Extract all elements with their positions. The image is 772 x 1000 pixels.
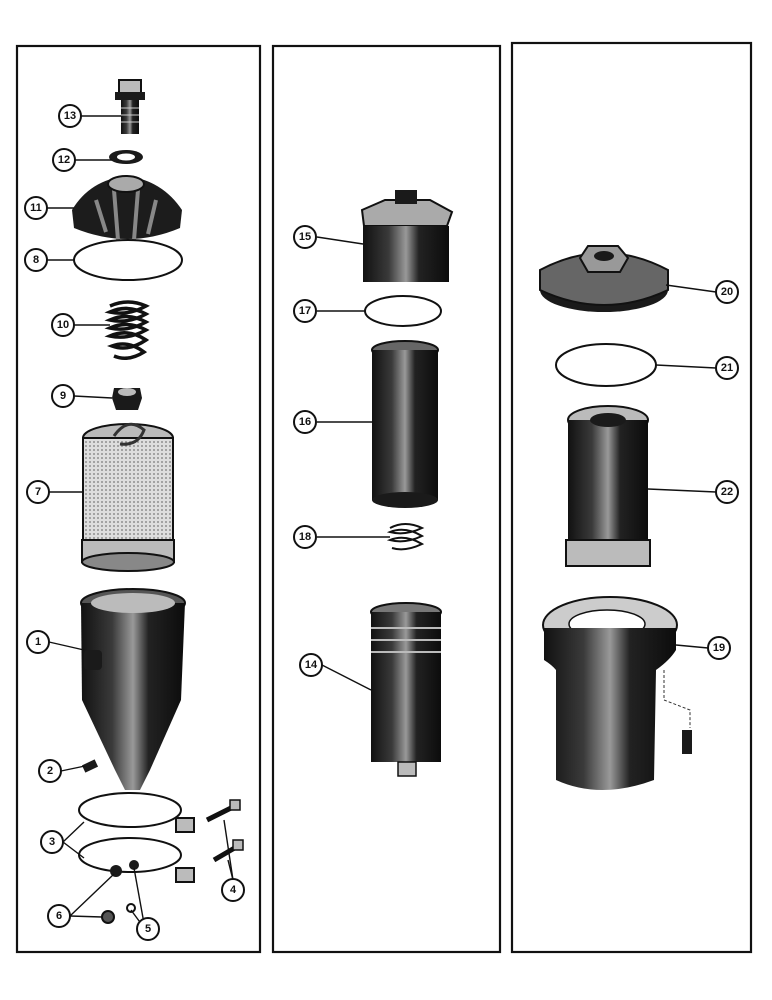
callout-1-label: 1 xyxy=(35,636,41,648)
callout-4-label: 4 xyxy=(230,884,237,896)
callout-21: 21 xyxy=(715,356,739,380)
part-10-spring xyxy=(104,300,150,360)
callout-13-label: 13 xyxy=(64,110,76,122)
callout-18-label: 18 xyxy=(299,531,311,543)
callout-6-label: 6 xyxy=(56,910,62,922)
part-14-bowl xyxy=(370,602,442,777)
callout-9: 9 xyxy=(51,384,75,408)
callout-21-label: 21 xyxy=(721,362,733,374)
part-2-drain-plug xyxy=(81,759,99,773)
callout-4: 4 xyxy=(221,878,245,902)
callout-3: 3 xyxy=(40,830,64,854)
part-4-bolts xyxy=(205,799,244,863)
panel-middle xyxy=(271,44,502,954)
part-9-nut xyxy=(112,388,142,410)
part-22-element xyxy=(565,405,651,567)
callout-20: 20 xyxy=(715,280,739,304)
callout-7: 7 xyxy=(26,480,50,504)
callout-19: 19 xyxy=(707,636,731,660)
leader-lines xyxy=(47,115,717,930)
callout-12-label: 12 xyxy=(58,154,70,166)
panel-right xyxy=(510,41,753,954)
callout-18: 18 xyxy=(293,525,317,549)
callout-17-label: 17 xyxy=(299,305,311,317)
callout-10-label: 10 xyxy=(57,319,69,331)
callout-20-label: 20 xyxy=(721,286,733,298)
callout-1: 1 xyxy=(26,630,50,654)
callout-19-label: 19 xyxy=(713,642,725,654)
part-21-gasket xyxy=(555,343,657,387)
callout-13: 13 xyxy=(58,104,82,128)
part-19-housing xyxy=(542,596,692,790)
panel-left xyxy=(15,44,262,954)
callout-22-label: 22 xyxy=(721,486,733,498)
callout-3-label: 3 xyxy=(49,836,55,848)
callout-14-label: 14 xyxy=(305,659,318,671)
part-13-bleed-screw xyxy=(115,79,145,134)
part-20-cover xyxy=(539,245,669,312)
callout-15-label: 15 xyxy=(299,231,311,243)
part-12-washer xyxy=(109,150,143,164)
part-7-filter-element xyxy=(81,422,175,572)
callout-5: 5 xyxy=(136,917,160,941)
part-8-gasket xyxy=(73,239,183,281)
callout-6: 6 xyxy=(47,904,71,928)
part-16-screen xyxy=(371,340,439,508)
callout-9-label: 9 xyxy=(60,390,66,402)
callout-11-label: 11 xyxy=(30,202,42,214)
callout-8: 8 xyxy=(24,248,48,272)
callout-2: 2 xyxy=(38,759,62,783)
callout-7-label: 7 xyxy=(35,486,41,498)
callout-10: 10 xyxy=(51,313,75,337)
part-5-lockwashers xyxy=(126,860,139,913)
callout-16: 16 xyxy=(293,410,317,434)
callout-12: 12 xyxy=(52,148,76,172)
callout-22: 22 xyxy=(715,480,739,504)
part-18-spring xyxy=(386,523,425,551)
part-11-cover xyxy=(72,175,182,241)
part-17-o-ring xyxy=(364,295,442,327)
callout-5-label: 5 xyxy=(145,923,151,935)
part-1-bowl xyxy=(80,588,186,790)
callout-8-label: 8 xyxy=(33,254,39,266)
callout-2-label: 2 xyxy=(47,765,53,777)
callout-17: 17 xyxy=(293,299,317,323)
callout-15: 15 xyxy=(293,225,317,249)
callout-14: 14 xyxy=(299,653,323,677)
part-6-nuts xyxy=(101,865,122,924)
callout-16-label: 16 xyxy=(299,416,311,428)
callout-11: 11 xyxy=(24,196,48,220)
part-15-head xyxy=(360,190,454,282)
